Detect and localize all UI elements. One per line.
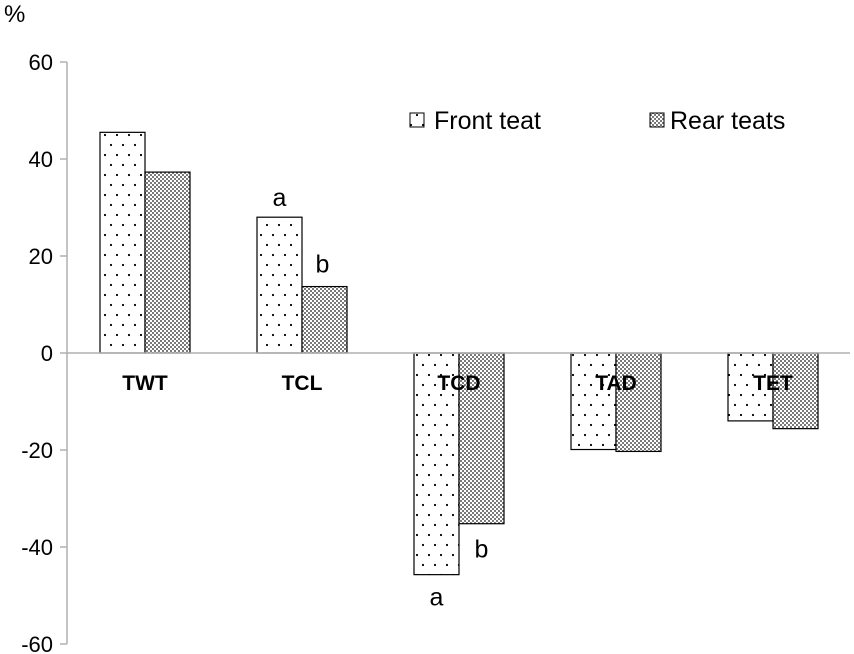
category-label: TCL <box>282 372 323 395</box>
legend-label-front-teat: Front teat <box>434 107 541 135</box>
legend: Front teat Rear teats <box>409 107 785 135</box>
bar-tad-rear-teats <box>615 352 662 453</box>
category-label: TET <box>753 372 793 395</box>
y-tick-label: 20 <box>29 244 53 269</box>
bar-tcl-rear-teats <box>301 285 348 354</box>
y-tick-label: -20 <box>21 438 53 463</box>
y-ticks: 60 40 20 0 -20 -40 -60 <box>21 50 67 654</box>
bar-tet-front-teat <box>727 352 774 422</box>
category-label: TWT <box>122 372 168 395</box>
category-label: TAD <box>595 372 637 395</box>
significance-letter: b <box>475 536 489 564</box>
legend-swatch-front-teat <box>409 112 425 128</box>
significance-letter: a <box>273 184 287 212</box>
bar-tcl-front-teat <box>256 216 303 354</box>
bar-tet-rear-teats <box>772 352 819 430</box>
category-labels: TWT TCL TCD TAD TET <box>122 372 793 395</box>
bar-twt-rear-teats <box>144 171 191 354</box>
bars <box>99 131 819 576</box>
category-label: TCD <box>437 372 480 395</box>
y-tick-label: 40 <box>29 147 53 172</box>
y-tick-label: -60 <box>21 632 53 654</box>
y-tick-label: 60 <box>29 50 53 75</box>
legend-label-rear-teats: Rear teats <box>670 107 785 135</box>
bar-tad-front-teat <box>570 352 617 451</box>
significance-letter: a <box>430 584 444 612</box>
y-tick-label: 0 <box>41 341 53 366</box>
significance-letter: b <box>316 251 330 279</box>
bar-annotations: a b a b <box>273 184 489 611</box>
legend-swatch-rear-teats <box>649 112 665 128</box>
y-unit-label: % <box>4 1 25 28</box>
y-tick-label: -40 <box>21 535 53 560</box>
bar-twt-front-teat <box>99 131 146 354</box>
